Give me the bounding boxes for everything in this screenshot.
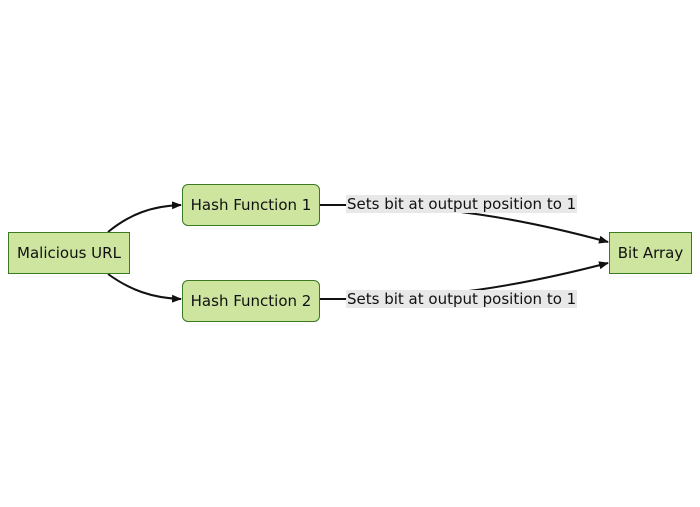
node-malicious-url: Malicious URL xyxy=(8,232,130,274)
edge-label-hash1-to-bitarray: Sets bit at output position to 1 xyxy=(346,195,578,213)
edge-url-to-hash1 xyxy=(107,201,182,233)
edge-url-to-hash2 xyxy=(107,273,182,303)
node-hash-function-2: Hash Function 2 xyxy=(182,280,320,322)
node-hash-function-1: Hash Function 1 xyxy=(182,184,320,226)
node-bit-array: Bit Array xyxy=(609,232,692,274)
edge-label-hash2-to-bitarray: Sets bit at output position to 1 xyxy=(346,290,578,308)
